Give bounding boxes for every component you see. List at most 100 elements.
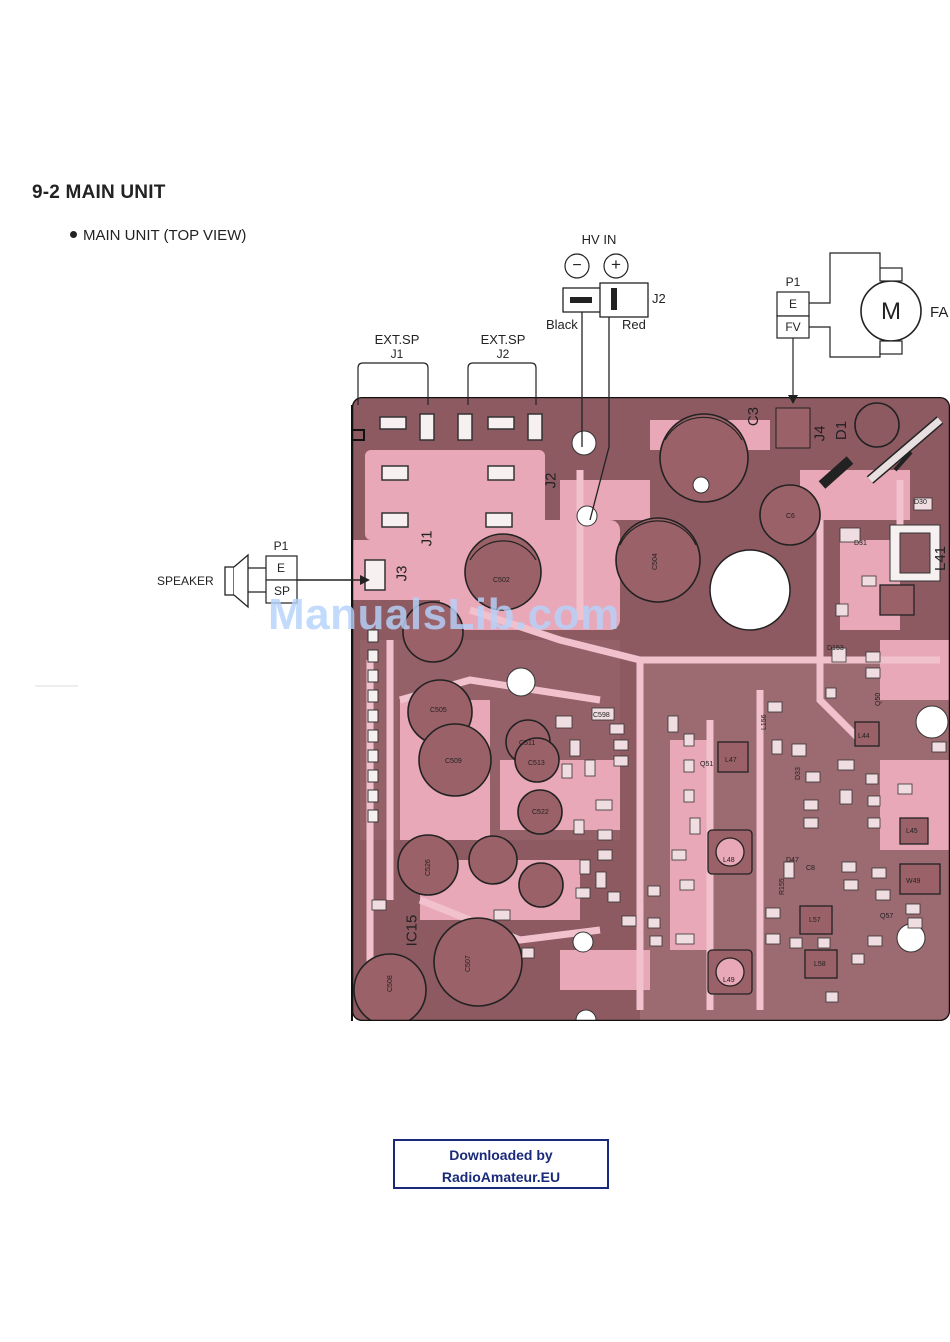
connector-j4 xyxy=(775,407,811,449)
svg-text:R155: R155 xyxy=(779,878,786,895)
capacitor xyxy=(518,862,564,908)
fan-pin-e-label: E xyxy=(788,297,798,311)
fan-pin-fv-label: FV xyxy=(785,320,801,334)
svg-text:C526: C526 xyxy=(425,859,432,876)
svg-text:L48: L48 xyxy=(723,857,735,864)
capacitor-c513 xyxy=(514,737,560,783)
svg-text:D47: D47 xyxy=(786,857,799,864)
svg-text:L49: L49 xyxy=(723,977,735,984)
fan-motor-label: M xyxy=(881,298,901,325)
capacitor xyxy=(468,835,518,885)
hv-plug-right xyxy=(599,282,649,318)
svg-text:L57: L57 xyxy=(809,917,821,924)
pcb-lead xyxy=(818,456,854,489)
hv-plus-symbol: + xyxy=(611,255,621,274)
diode-d1 xyxy=(866,416,944,484)
fan-connector xyxy=(776,252,922,404)
capacitor-c3 xyxy=(659,413,749,503)
board-label-j1: J1 xyxy=(418,530,436,547)
svg-text:Q50: Q50 xyxy=(875,693,882,706)
arrow-right-icon xyxy=(360,575,370,585)
capacitor-c508 xyxy=(353,953,427,1021)
board-label-j2: J2 xyxy=(542,472,560,489)
svg-text:D30: D30 xyxy=(914,499,927,506)
svg-text:C598: C598 xyxy=(593,712,610,719)
fan-label: FA xyxy=(930,304,949,321)
board-label-l41: L41 xyxy=(932,545,950,572)
svg-text:C8: C8 xyxy=(806,865,815,872)
view-title: MAIN UNIT (TOP VIEW) xyxy=(70,227,246,244)
capacitor-c509 xyxy=(418,723,492,797)
download-line-1: Downloaded by xyxy=(449,1147,553,1163)
speaker-pin-e-label: E xyxy=(276,561,286,575)
pcb-board: C502 C504 C505 C509 C511 C513 C522 C526 … xyxy=(352,397,950,1021)
svg-text:C505: C505 xyxy=(430,707,447,714)
svg-text:Q57: Q57 xyxy=(880,913,893,920)
svg-text:C507: C507 xyxy=(465,955,472,972)
board-label-j4: J4 xyxy=(811,425,829,442)
speaker-plug-label: P1 xyxy=(273,539,289,553)
speaker-pin-e-box xyxy=(265,555,298,581)
download-line-2: RadioAmateur.EU xyxy=(441,1169,561,1185)
mounting-hole xyxy=(709,549,791,631)
hv-black-label: Black xyxy=(546,317,578,332)
svg-text:L47: L47 xyxy=(725,757,737,764)
pcb-holes xyxy=(506,430,949,1021)
svg-text:L44: L44 xyxy=(858,733,870,740)
pcb-coils xyxy=(707,584,941,995)
ext-sp-2-ref: J2 xyxy=(496,347,510,361)
speaker-label: SPEAKER xyxy=(157,574,214,588)
pcb-capacitor-marks xyxy=(469,416,743,561)
svg-text:D31: D31 xyxy=(854,540,867,547)
ext-sp-1-ref: J1 xyxy=(390,347,404,361)
fan-plug-label: P1 xyxy=(785,275,801,289)
svg-text:C513: C513 xyxy=(528,760,545,767)
svg-text:C502: C502 xyxy=(493,577,510,584)
svg-text:L58: L58 xyxy=(814,961,826,968)
ext-sp-2-title: EXT.SP xyxy=(480,332,526,347)
svg-text:C509: C509 xyxy=(445,758,462,765)
ext-sp-1-title: EXT.SP xyxy=(374,332,420,347)
hv-in-ref: J2 xyxy=(652,291,666,306)
hv-in-title: HV IN xyxy=(581,232,617,247)
minus-terminal-icon xyxy=(564,253,590,279)
svg-text:D153: D153 xyxy=(827,645,844,652)
speaker xyxy=(224,553,370,609)
hv-red-label: Red xyxy=(622,317,646,332)
capacitor-c504 xyxy=(615,517,701,603)
board-label-d1: D1 xyxy=(833,420,851,441)
speaker-pin-sp-label: SP xyxy=(273,584,291,598)
svg-text:C508: C508 xyxy=(387,975,394,992)
hv-in-connector xyxy=(562,253,649,521)
svg-text:L45: L45 xyxy=(906,828,918,835)
board-label-ic15: IC15 xyxy=(403,914,421,947)
hv-minus-symbol: − xyxy=(572,257,582,274)
speaker-icon xyxy=(224,566,235,596)
capacitor-c507 xyxy=(433,917,523,1007)
svg-text:L156: L156 xyxy=(761,714,768,730)
plus-terminal-icon xyxy=(603,253,629,279)
svg-text:D33: D33 xyxy=(795,767,802,780)
view-title-text: MAIN UNIT (TOP VIEW) xyxy=(83,227,247,244)
pcb-edge-pins xyxy=(367,629,379,823)
board-label-c3: C3 xyxy=(745,406,763,427)
arrow-down-icon xyxy=(788,395,798,404)
inductor-l41 xyxy=(899,532,931,574)
svg-text:Q51: Q51 xyxy=(700,761,713,768)
diode-d1-pad xyxy=(854,402,900,448)
capacitor-c526 xyxy=(397,834,459,896)
section-title: 9-2 MAIN UNIT xyxy=(32,182,166,203)
pcb-capacitors xyxy=(353,402,900,1021)
download-box: Downloaded by RadioAmateur.EU xyxy=(393,1139,609,1189)
pcb-pads xyxy=(364,413,543,591)
fan-pin-e-box xyxy=(776,291,810,317)
svg-text:C6: C6 xyxy=(786,513,795,520)
svg-text:C522: C522 xyxy=(532,809,549,816)
ext-sp-brackets xyxy=(357,362,537,405)
watermark: ManualsLib.com xyxy=(268,590,620,639)
bullet-icon xyxy=(70,231,77,238)
capacitor-c6 xyxy=(759,484,821,546)
pcb-smd-parts xyxy=(371,497,947,1003)
red-wire xyxy=(589,317,610,521)
